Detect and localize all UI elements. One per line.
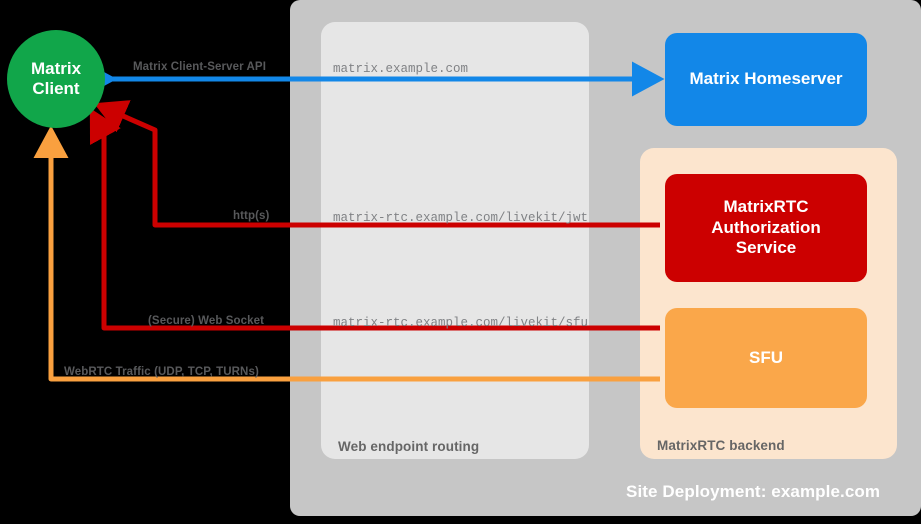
auth-service-label-line2: Authorization bbox=[711, 217, 821, 237]
node-matrixrtc-authorization-service[interactable]: MatrixRTC Authorization Service bbox=[665, 174, 867, 282]
auth-service-label-line1: MatrixRTC bbox=[723, 196, 809, 216]
node-matrix-homeserver[interactable]: Matrix Homeserver bbox=[665, 33, 867, 126]
node-sfu[interactable]: SFU bbox=[665, 308, 867, 408]
endpoint-url-matrix: matrix.example.com bbox=[333, 62, 469, 76]
endpoint-url-livekit-jwt: matrix-rtc.example.com/livekit/jwt bbox=[333, 211, 589, 225]
edge-label-webrtc-traffic: WebRTC Traffic (UDP, TCP, TURNs) bbox=[64, 366, 259, 378]
edge-http-jwt bbox=[93, 100, 660, 228]
edge-web-socket bbox=[89, 108, 660, 331]
edge-label-matrix-client-server-api: Matrix Client-Server API bbox=[133, 61, 266, 73]
endpoint-url-livekit-sfu: matrix-rtc.example.com/livekit/sfu bbox=[333, 316, 589, 330]
sfu-label: SFU bbox=[749, 347, 783, 367]
matrix-client-label-line2: Client bbox=[32, 79, 80, 98]
auth-service-label-line3: Service bbox=[735, 238, 797, 258]
matrix-homeserver-label: Matrix Homeserver bbox=[689, 69, 843, 89]
caption-matrixrtc-backend: MatrixRTC backend bbox=[657, 438, 785, 453]
edge-label-web-socket: (Secure) Web Socket bbox=[148, 315, 265, 327]
node-matrix-client[interactable]: Matrix Client bbox=[7, 30, 105, 128]
caption-web-endpoint-routing: Web endpoint routing bbox=[338, 439, 480, 454]
edge-webrtc-traffic bbox=[33, 125, 660, 382]
edge-label-http: http(s) bbox=[233, 210, 270, 222]
caption-site-deployment: Site Deployment: example.com bbox=[626, 482, 881, 501]
matrix-client-label-line1: Matrix bbox=[30, 58, 82, 78]
